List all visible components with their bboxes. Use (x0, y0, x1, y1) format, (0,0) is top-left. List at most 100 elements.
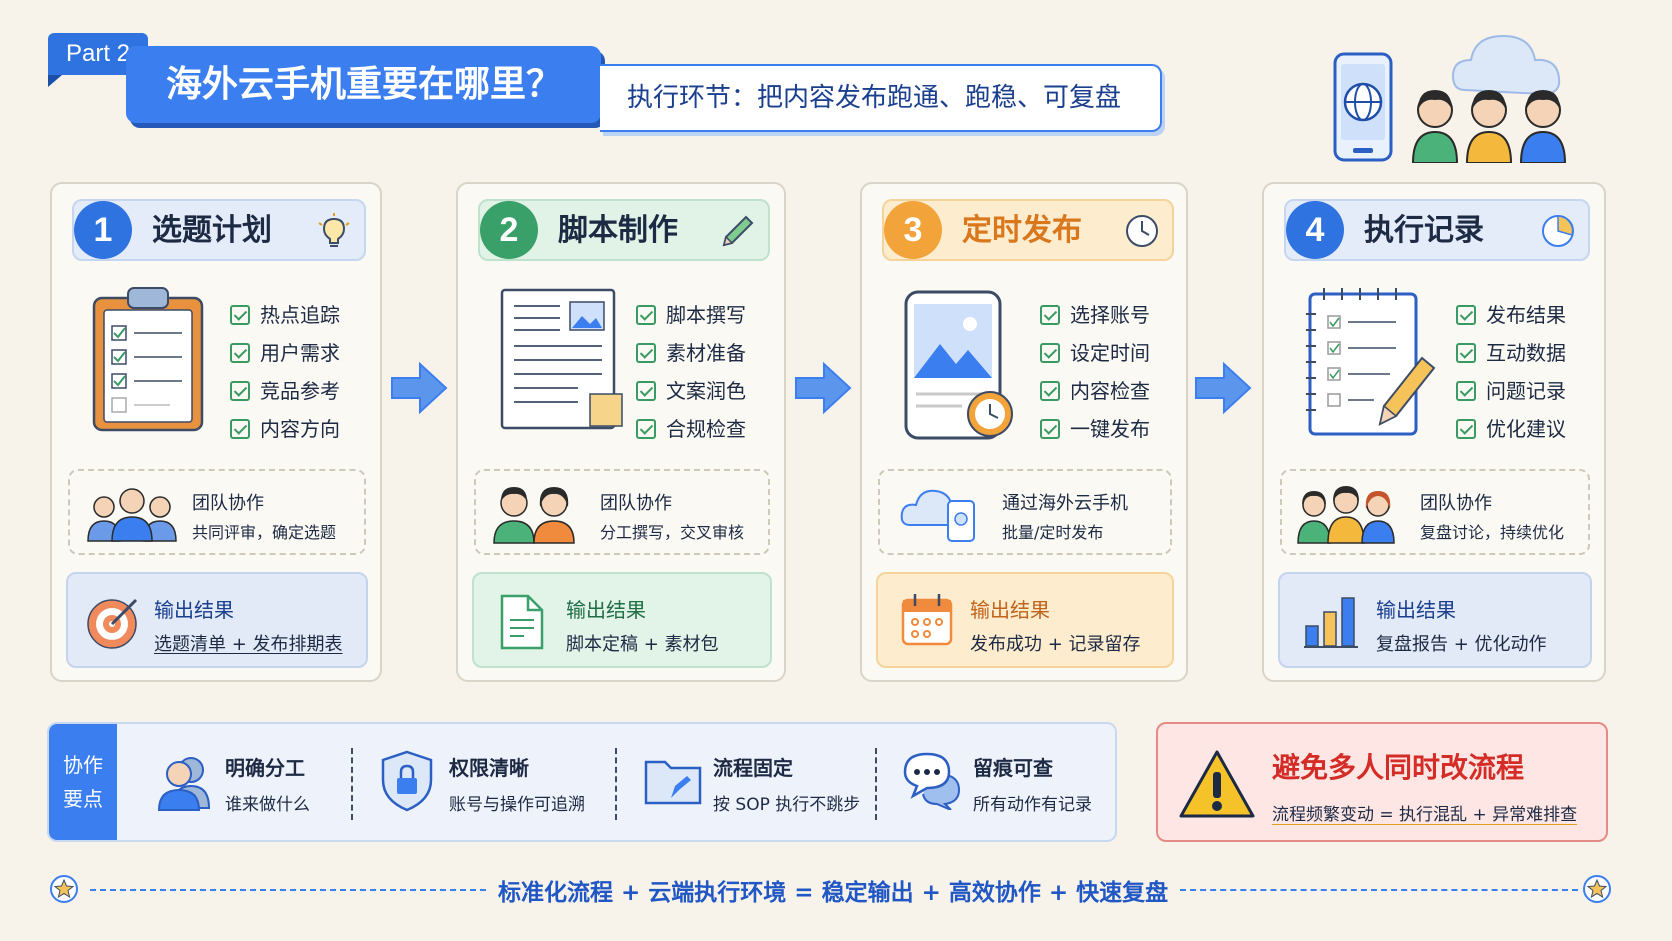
page-title: 海外云手机重要在哪里？ (126, 46, 601, 123)
step-panel-2: 2 脚本制作 脚本撰写 素材准备 文案润色 合规检查 (456, 182, 786, 682)
check-item: 素材准备 (636, 334, 746, 372)
checkbox-icon (1040, 419, 1060, 439)
file-icon (500, 594, 544, 650)
check-item: 用户需求 (230, 334, 340, 372)
step-header-3: 3 定时发布 (882, 199, 1174, 261)
collab-item-traceable: 留痕可查 所有动作有记录 (895, 724, 1115, 840)
team-icon (87, 488, 177, 542)
shield-lock-icon (381, 750, 433, 812)
checkbox-icon (1040, 343, 1060, 363)
team-box-4: 团队协作 复盘讨论，持续优化 (1280, 469, 1590, 555)
checkbox-icon (636, 343, 656, 363)
step-number-1: 1 (74, 201, 132, 259)
pencil-icon (722, 215, 754, 247)
output-desc-1: 选题清单 + 发布排期表 (154, 634, 343, 655)
collab-item-desc: 账号与操作可追溯 (449, 795, 585, 815)
people-icon (1411, 90, 1567, 163)
checklist-2: 脚本撰写 素材准备 文案润色 合规检查 (636, 296, 746, 448)
team-icon (1297, 486, 1395, 544)
cloud-publish-desc: 批量/定时发布 (1002, 523, 1104, 542)
output-title-2: 输出结果 (566, 598, 646, 622)
output-title-1: 输出结果 (154, 598, 234, 622)
footer-divider-left (90, 889, 486, 891)
collab-item-desc: 谁来做什么 (225, 795, 310, 815)
divider (615, 748, 617, 820)
checkbox-icon (1456, 343, 1476, 363)
chat-bubbles-icon (903, 752, 961, 810)
divider (875, 748, 877, 820)
star-badge-icon (1583, 875, 1611, 903)
collab-item-desc: 所有动作有记录 (973, 795, 1092, 815)
step-title-3: 定时发布 (962, 213, 1082, 248)
collab-item-division: 明确分工 谁来做什么 (147, 724, 387, 840)
team-title-1: 团队协作 (192, 493, 264, 514)
part-label-fold (48, 75, 62, 87)
step-header-2: 2 脚本制作 (478, 199, 770, 261)
check-item: 竞品参考 (230, 372, 340, 410)
checkbox-icon (1040, 381, 1060, 401)
cloud-publish-box: 通过海外云手机 批量/定时发布 (878, 469, 1172, 555)
checkbox-icon (230, 305, 250, 325)
output-box-4: 输出结果 复盘报告 + 优化动作 (1278, 572, 1592, 668)
checklist-4: 发布结果 互动数据 问题记录 优化建议 (1456, 296, 1566, 448)
cloud-publish-title: 通过海外云手机 (1002, 493, 1128, 514)
star-badge-icon (50, 875, 78, 903)
checklist-3: 选择账号 设定时间 内容检查 一键发布 (1040, 296, 1150, 448)
folder-icon (644, 760, 702, 805)
check-item: 设定时间 (1040, 334, 1150, 372)
checkbox-icon (1456, 305, 1476, 325)
output-box-2: 输出结果 脚本定稿 + 素材包 (472, 572, 772, 668)
arrow-right-icon (795, 361, 852, 415)
step-title-1: 选题计划 (152, 213, 272, 248)
arrow-right-icon (1195, 361, 1252, 415)
calendar-icon (901, 594, 953, 646)
team-desc-2: 分工撰写，交叉审核 (600, 523, 745, 542)
check-item: 优化建议 (1456, 410, 1566, 448)
check-item: 脚本撰写 (636, 296, 746, 334)
cloud-icon (1451, 34, 1561, 96)
lightbulb-icon (318, 213, 350, 247)
page-subtitle: 执行环节：把内容发布跑通、跑稳、可复盘 (600, 64, 1162, 132)
step-panel-1: 1 选题计划 热点追踪 用户需求 竞品参考 内容方向 (50, 182, 382, 682)
checkbox-icon (636, 305, 656, 325)
collaboration-tag: 协作 要点 (49, 724, 117, 840)
divider (351, 748, 353, 820)
warning-title: 避免多人同时改流程 (1272, 751, 1525, 784)
collab-item-desc: 按 SOP 执行不跳步 (713, 795, 861, 815)
pair-team-icon (493, 487, 575, 544)
pie-chart-icon (1542, 215, 1574, 247)
collaboration-points-bar: 协作 要点 明确分工 谁来做什么 权限清晰 账号与操作可追溯 (47, 722, 1117, 842)
step-panel-4: 4 执行记录 发布结果 互动数据 问题记录 优化 (1262, 182, 1606, 682)
output-title-3: 输出结果 (970, 598, 1050, 622)
clipboard-checklist-illustration (92, 287, 204, 432)
warning-icon (1179, 750, 1255, 818)
checkbox-icon (230, 419, 250, 439)
step-panel-3: 3 定时发布 选择账号 设定时间 内容检查 一键发布 (860, 182, 1188, 682)
team-desc-1: 共同评审，确定选题 (192, 523, 337, 542)
checklist-1: 热点追踪 用户需求 竞品参考 内容方向 (230, 296, 340, 448)
check-item: 发布结果 (1456, 296, 1566, 334)
collab-item-title: 明确分工 (225, 756, 305, 780)
warning-box: 避免多人同时改流程 流程频繁变动 = 执行混乱 + 异常难排查 (1156, 722, 1608, 842)
step-header-1: 1 选题计划 (72, 199, 366, 261)
step-number-2: 2 (480, 201, 538, 259)
team-icon (157, 757, 211, 811)
collab-item-title: 留痕可查 (973, 756, 1053, 780)
footer-summary: 标准化流程 + 云端执行环境 = 稳定输出 + 高效协作 + 快速复盘 (498, 880, 1169, 906)
phone-icon (1333, 52, 1393, 162)
warning-desc: 流程频繁变动 = 执行混乱 + 异常难排查 (1272, 805, 1578, 825)
check-item: 互动数据 (1456, 334, 1566, 372)
step-number-4: 4 (1286, 201, 1344, 259)
team-box-2: 团队协作 分工撰写，交叉审核 (474, 469, 770, 555)
collab-item-title: 权限清晰 (449, 756, 529, 780)
step-title-4: 执行记录 (1364, 213, 1484, 248)
output-box-3: 输出结果 发布成功 + 记录留存 (876, 572, 1174, 668)
team-title-2: 团队协作 (600, 493, 672, 514)
step-title-2: 脚本制作 (558, 213, 678, 248)
team-box-1: 团队协作 共同评审，确定选题 (68, 469, 366, 555)
check-item: 内容方向 (230, 410, 340, 448)
checkbox-icon (636, 419, 656, 439)
checkbox-icon (1456, 419, 1476, 439)
check-item: 一键发布 (1040, 410, 1150, 448)
